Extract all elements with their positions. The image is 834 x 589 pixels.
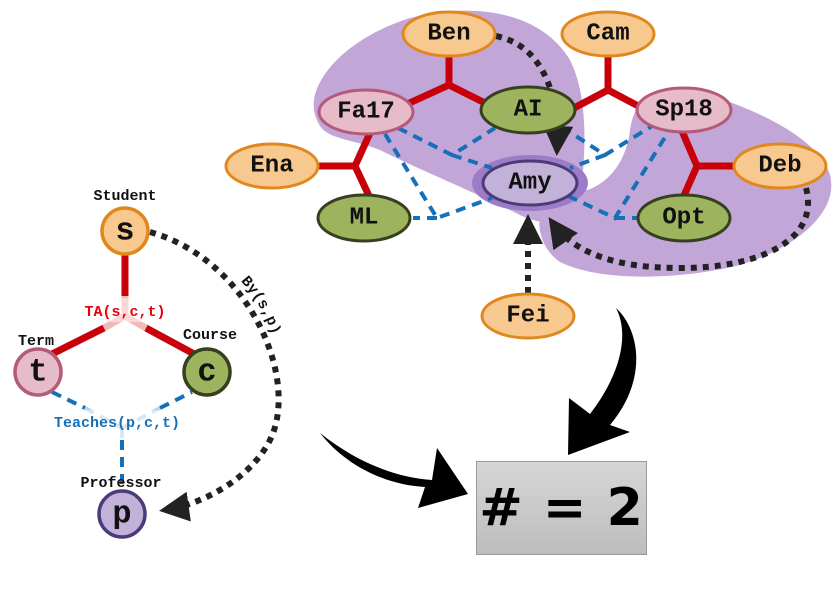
schema-ta-hyperedge	[48, 252, 198, 359]
node-ena-label: Ena	[250, 153, 293, 180]
schema-node-professor[interactable]: p	[97, 489, 147, 539]
node-fa17[interactable]: Fa17	[317, 88, 415, 136]
node-fei[interactable]: Fei	[480, 292, 576, 340]
schema-node-student[interactable]: s	[100, 206, 150, 256]
node-ena[interactable]: Ena	[224, 142, 320, 190]
ta-label-bg	[62, 298, 180, 322]
node-opt[interactable]: Opt	[636, 193, 732, 243]
ta-hyperedge-ben-fa17-ai	[401, 52, 491, 109]
node-deb-label: Deb	[758, 153, 801, 180]
teaches-hyperedge-amy-ai-sp18	[560, 124, 654, 170]
course-variable: c	[197, 354, 216, 391]
node-amy-label: Amy	[508, 170, 551, 197]
ta-hyperedge-cam-ai-sp18	[570, 52, 646, 112]
student-role-label: Student	[93, 188, 156, 205]
curved-arrow-from-graph-icon	[568, 308, 637, 455]
curved-arrow-from-schema-icon	[320, 433, 468, 508]
node-ben-label: Ben	[427, 21, 470, 48]
teaches-hyperedge-amy-fa17-ml	[383, 132, 493, 221]
node-ml[interactable]: ML	[316, 193, 412, 243]
node-fa17-label: Fa17	[337, 99, 395, 126]
schema-teaches-hyperedge	[51, 390, 193, 492]
ta-hyperedge-ena-fa17-ml	[314, 129, 374, 202]
professor-variable: p	[112, 496, 131, 533]
ta-relation-label: TA(s,c,t)	[84, 304, 165, 321]
node-cam-label: Cam	[586, 21, 629, 48]
teaches-relation-label: Teaches(p,c,t)	[54, 415, 180, 432]
professor-role-label: Professor	[80, 475, 161, 492]
node-opt-label: Opt	[662, 205, 705, 232]
teaches-hyperedge-amy-sp18-opt	[567, 132, 669, 221]
node-ben[interactable]: Ben	[401, 10, 497, 58]
result-count-label: # = 2	[479, 478, 644, 538]
student-variable: s	[115, 213, 134, 250]
node-sp18-label: Sp18	[655, 97, 713, 124]
term-role-label: Term	[18, 333, 54, 350]
node-deb[interactable]: Deb	[732, 142, 828, 190]
node-fei-label: Fei	[506, 303, 549, 330]
node-ai-label: AI	[514, 97, 543, 124]
advised-by-edge-ben-amy	[495, 33, 574, 156]
schema-node-course[interactable]: c	[182, 347, 232, 397]
schema-node-term[interactable]: t	[13, 347, 63, 397]
term-variable: t	[28, 354, 47, 391]
teaches-hyperedge-amy-fa17-ai	[397, 126, 497, 170]
schema-advised-by-edge	[149, 229, 282, 522]
node-ml-label: ML	[350, 205, 379, 232]
course-role-label: Course	[183, 327, 237, 344]
node-ai[interactable]: AI	[479, 85, 577, 135]
node-amy[interactable]: Amy	[481, 159, 579, 207]
advised-by-edge-deb-amy	[548, 187, 811, 272]
node-sp18[interactable]: Sp18	[635, 86, 733, 134]
match-region-spring	[539, 87, 832, 277]
node-cam[interactable]: Cam	[560, 10, 656, 58]
teaches-label-bg	[28, 410, 208, 438]
result-count-box: # = 2	[476, 461, 647, 555]
